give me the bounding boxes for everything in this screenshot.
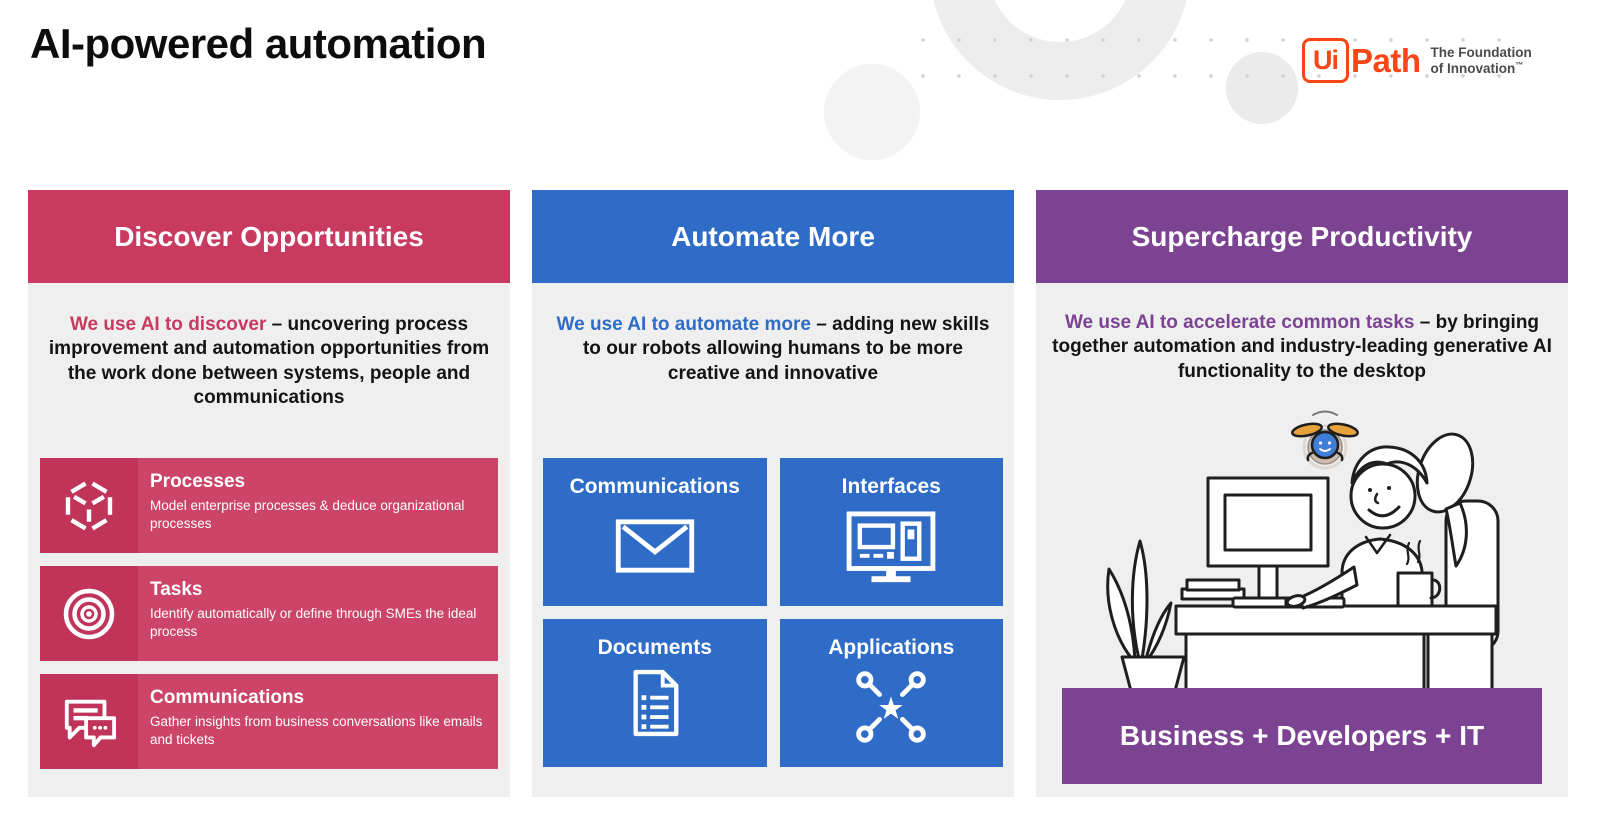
column-supercharge-productivity: Supercharge Productivity We use AI to ac… xyxy=(1036,190,1568,797)
intro-discover: We use AI to discover – uncovering proce… xyxy=(28,283,510,410)
card-desc: Identify automatically or define through… xyxy=(150,606,477,639)
audience-banner: Business + Developers + IT xyxy=(1062,688,1542,784)
card-title: Processes xyxy=(150,471,246,492)
logo-tagline: The Foundation of Innovation™ xyxy=(1431,45,1532,75)
column-header-supercharge: Supercharge Productivity xyxy=(1036,190,1568,283)
card-desc: Model enterprise processes & deduce orga… xyxy=(150,498,465,531)
page-title: AI-powered automation xyxy=(30,20,487,67)
intro-supercharge: We use AI to accelerate common tasks – b… xyxy=(1036,283,1568,384)
intro-body-supercharge: – by bringing together automation and in… xyxy=(1052,312,1552,382)
trademark-symbol: ™ xyxy=(1515,60,1524,69)
column-automate-more: Automate More We use AI to automate more… xyxy=(532,190,1014,797)
card-processes: Processes Model enterprise processes & d… xyxy=(40,458,498,553)
tagline-line2: of Innovation xyxy=(1430,60,1516,76)
chat-bubbles-icon xyxy=(40,674,138,769)
connected-apps-icon xyxy=(780,666,1004,746)
tile-applications: Applications xyxy=(779,619,1004,767)
tagline-line1: The Foundation xyxy=(1430,45,1532,61)
intro-automate: We use AI to automate more – adding new … xyxy=(532,283,1014,386)
tile-documents: Documents xyxy=(543,619,767,767)
column-discover-opportunities: Discover Opportunities We use AI to disc… xyxy=(28,190,510,797)
card-tasks: Tasks Identify automatically or define t… xyxy=(40,566,498,661)
intro-lead-supercharge: We use AI to accelerate common tasks xyxy=(1064,312,1415,333)
cube-icon xyxy=(40,458,138,553)
column-header-automate: Automate More xyxy=(532,190,1014,283)
envelope-icon xyxy=(543,517,767,575)
card-communications: Communications Gather insights from busi… xyxy=(40,674,498,769)
column-body-automate: We use AI to automate more – adding new … xyxy=(532,283,1014,797)
card-text: Tasks Identify automatically or define t… xyxy=(138,566,498,661)
document-icon xyxy=(543,668,767,738)
card-title: Communications xyxy=(150,687,305,708)
tile-label: Communications xyxy=(569,475,740,498)
intro-lead-discover: We use AI to discover xyxy=(69,314,267,335)
tile-interfaces: Interfaces xyxy=(779,458,1004,606)
tile-communications: Communications xyxy=(543,458,767,606)
intro-body-discover: – uncovering process improvement and aut… xyxy=(48,314,490,408)
tile-label: Documents xyxy=(597,636,712,659)
intro-body-automate: – adding new skills to our robots allowi… xyxy=(582,314,990,384)
card-title: Tasks xyxy=(150,579,203,600)
uipath-logo: Ui Path The Foundation of Innovation™ xyxy=(1302,38,1532,83)
tile-label: Applications xyxy=(828,636,955,659)
monitor-ui-icon xyxy=(780,511,1004,587)
intro-lead-automate: We use AI to automate more xyxy=(556,314,811,335)
dots-pattern xyxy=(896,10,1510,106)
card-desc: Gather insights from business conversati… xyxy=(150,714,483,747)
tile-label: Interfaces xyxy=(841,475,941,498)
target-icon xyxy=(40,566,138,661)
uipath-wordmark: Path xyxy=(1351,41,1421,79)
card-text: Processes Model enterprise processes & d… xyxy=(138,458,498,553)
column-body-supercharge: We use AI to accelerate common tasks – b… xyxy=(1036,283,1568,797)
column-body-discover: We use AI to discover – uncovering proce… xyxy=(28,283,510,797)
uipath-ui-mark: Ui xyxy=(1302,38,1349,83)
card-text: Communications Gather insights from busi… xyxy=(138,674,498,769)
discover-card-list: Processes Model enterprise processes & d… xyxy=(40,458,498,769)
automate-tile-grid: Communications Interfaces xyxy=(543,458,1003,767)
column-header-discover: Discover Opportunities xyxy=(28,190,510,283)
person-at-desk-illustration xyxy=(1036,401,1568,693)
